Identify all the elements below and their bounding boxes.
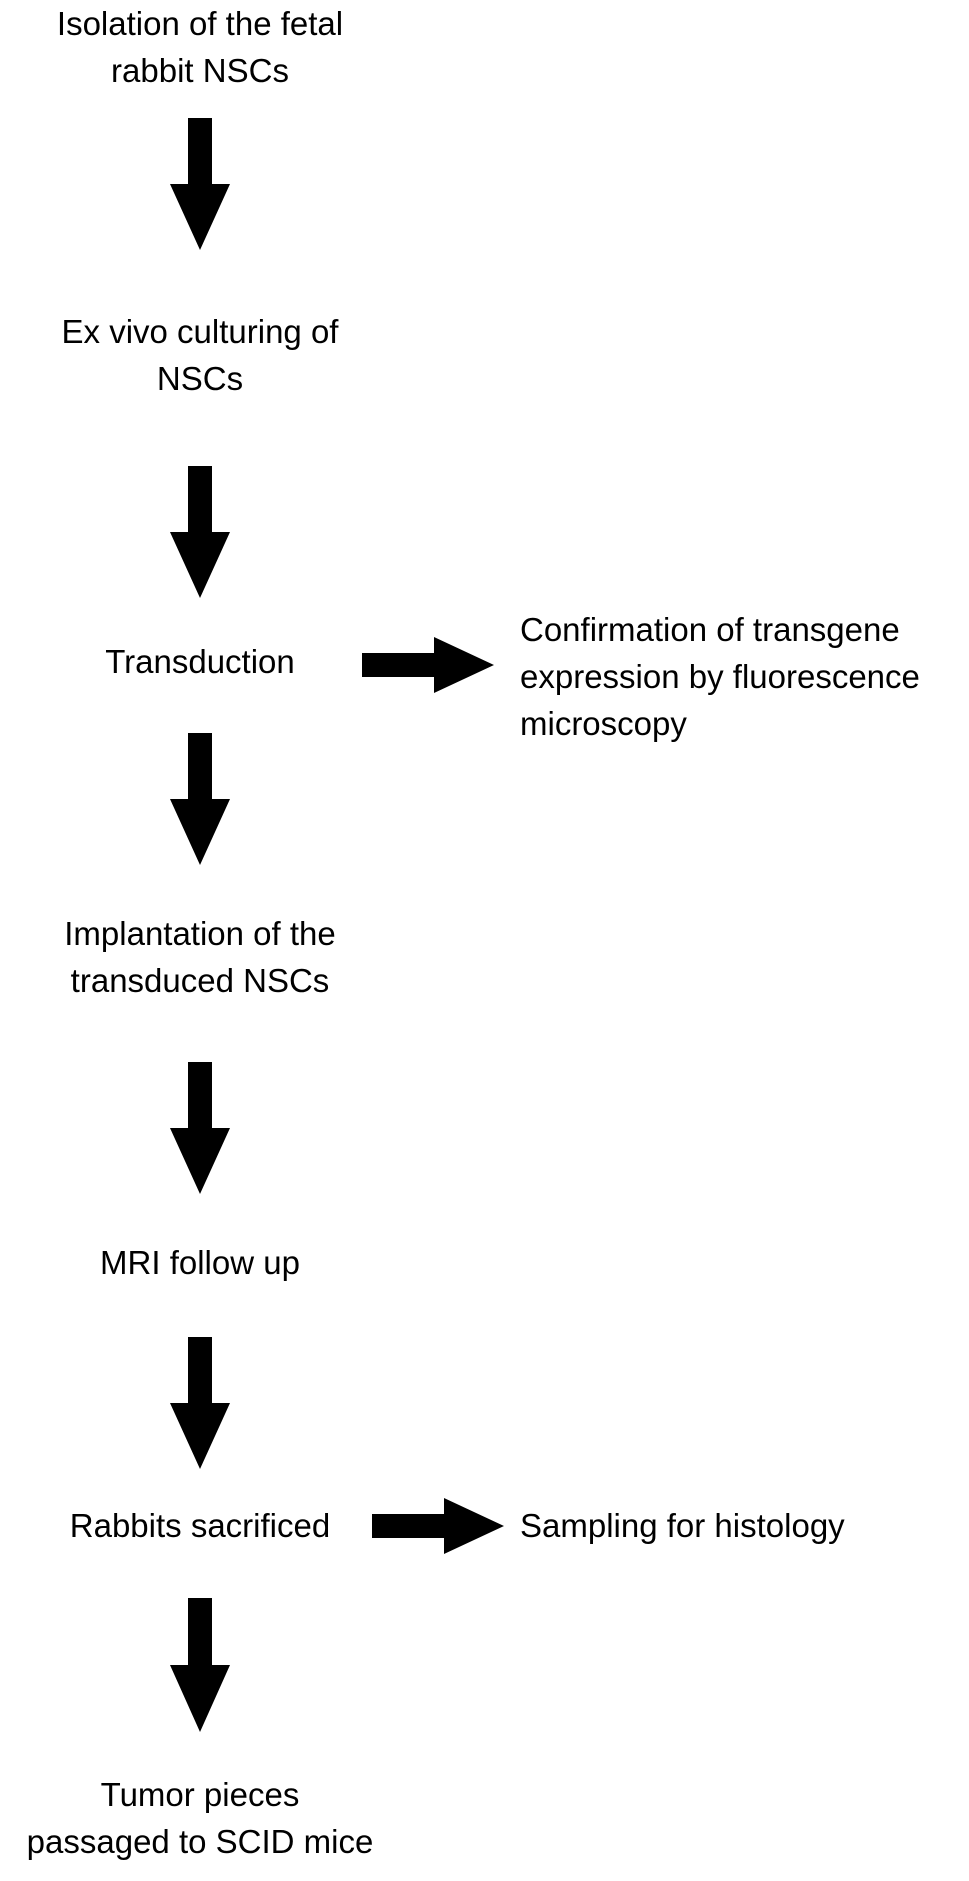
down-arrow-icon (170, 1337, 230, 1469)
step-sacrificed-line-1: Rabbits sacrificed (69, 1507, 331, 1544)
step-confirmation: Confirmation of transgene expression by … (520, 606, 920, 747)
down-arrow-icon (170, 466, 230, 598)
step-isolation-line-2: rabbit NSCs (111, 52, 289, 89)
step-implantation-line-1: Implantation of the (64, 915, 336, 952)
right-arrow-icon (362, 637, 494, 693)
step-culturing: Ex vivo culturing of NSCs (62, 308, 339, 402)
step-sampling: Sampling for histology (520, 1502, 845, 1549)
step-implantation: Implantation of the transduced NSCs (64, 910, 336, 1004)
down-arrow-icon (170, 1062, 230, 1194)
down-arrow-icon (170, 118, 230, 250)
down-arrow-icon (170, 1598, 230, 1732)
step-tumor-line-1: Tumor pieces (100, 1776, 300, 1813)
step-culturing-line-1: Ex vivo culturing of (61, 313, 339, 350)
step-sampling-line-1: Sampling for histology (520, 1507, 845, 1544)
step-isolation: Isolation of the fetal rabbit NSCs (57, 0, 343, 94)
down-arrow-icon (170, 733, 230, 865)
step-mri: MRI follow up (100, 1239, 300, 1286)
right-arrow-icon (372, 1498, 504, 1554)
step-isolation-line-1: Isolation of the fetal (56, 5, 344, 42)
step-mri-line-1: MRI follow up (100, 1244, 300, 1281)
step-tumor-line-2: passaged to SCID mice (26, 1823, 374, 1860)
step-sacrificed: Rabbits sacrificed (70, 1502, 330, 1549)
step-confirmation-line-2: expression by fluorescence (520, 658, 920, 695)
step-transduction: Transduction (105, 638, 295, 685)
step-confirmation-line-1: Confirmation of transgene (520, 611, 900, 648)
step-tumor: Tumor pieces passaged to SCID mice (27, 1771, 374, 1865)
step-implantation-line-2: transduced NSCs (70, 962, 330, 999)
step-transduction-line-1: Transduction (105, 643, 295, 680)
step-culturing-line-2: NSCs (156, 360, 244, 397)
step-confirmation-line-3: microscopy (520, 705, 687, 742)
